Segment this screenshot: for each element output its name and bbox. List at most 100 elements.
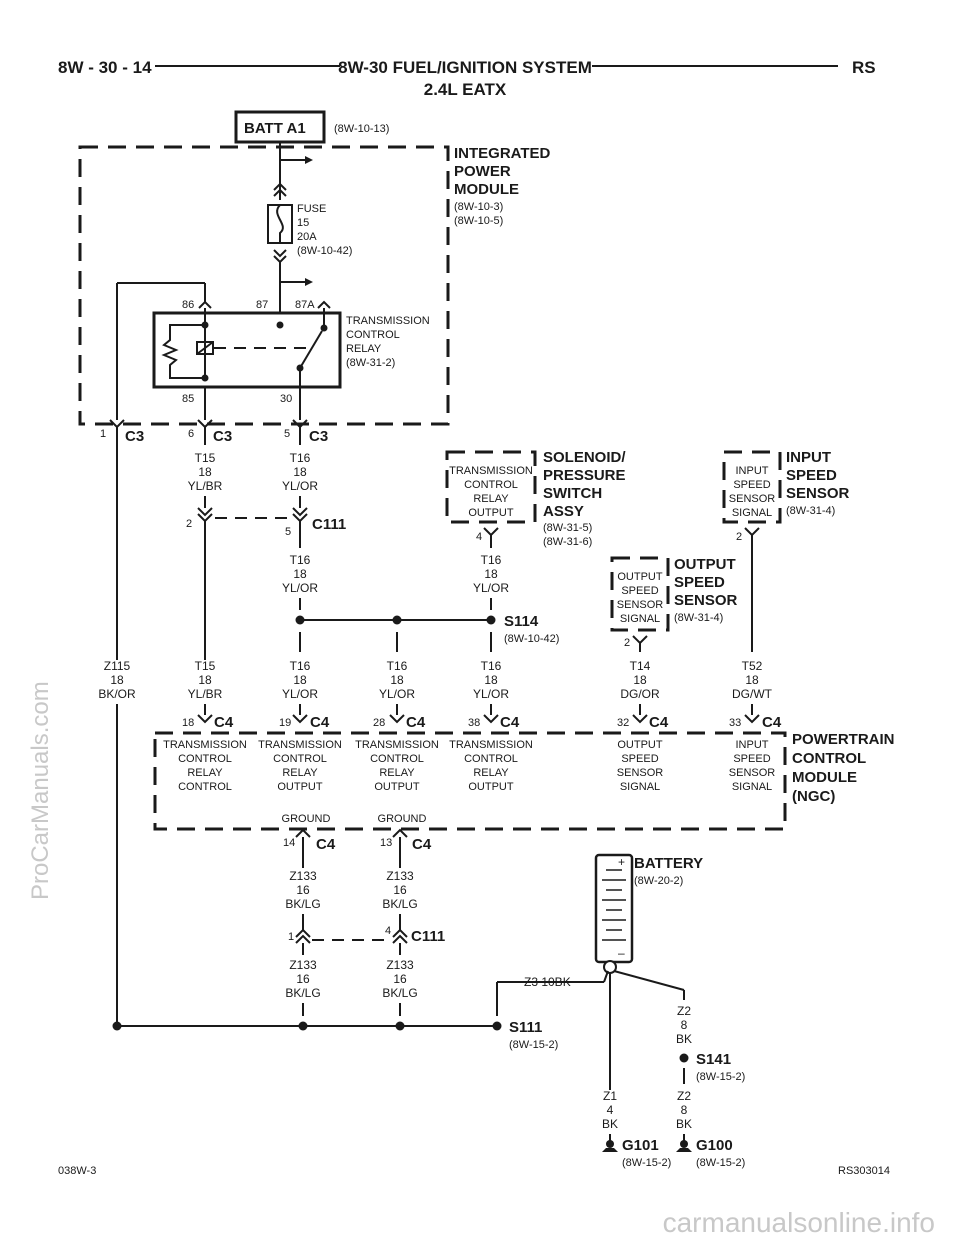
ground-symbol-icon [676, 1148, 692, 1152]
z2-color: BK [676, 1032, 692, 1046]
ipm-label-3: MODULE [454, 181, 519, 198]
wire-label-color: YL/BR [188, 687, 223, 701]
iss-ref: (8W-31-4) [786, 505, 835, 517]
c4-desc: INPUT [736, 739, 769, 751]
oss-name-1: OUTPUT [674, 556, 736, 573]
wire-label-code: T16 [387, 659, 408, 673]
z133-color: BK/LG [285, 897, 320, 911]
wire-label-gauge: 18 [633, 673, 647, 687]
fuse-label: FUSE [297, 203, 326, 215]
wire-label-color: YL/OR [473, 687, 509, 701]
z2-code-lower: Z2 [677, 1089, 691, 1103]
c4-desc: CONTROL [273, 753, 327, 765]
wire-t16c-gauge: 18 [484, 567, 498, 581]
c4-label: C4 [214, 714, 234, 731]
fuse-number: 15 [297, 217, 309, 229]
iss-pin: 2 [736, 531, 742, 543]
page-subtitle: 2.4L EATX [424, 80, 507, 99]
ground-c4: C4 [412, 836, 432, 853]
relay-label-2: CONTROL [346, 329, 400, 341]
wire-label-color: DG/WT [732, 687, 773, 701]
z1-color: BK [602, 1117, 618, 1131]
ground-pin: 13 [380, 837, 392, 849]
page-number: 8W - 30 - 14 [58, 58, 152, 77]
oss-box-4: SIGNAL [620, 613, 660, 625]
battery-plus: + [618, 855, 625, 869]
c111-pin-5: 5 [285, 526, 291, 538]
solenoid-name-4: ASSY [543, 503, 584, 520]
c4-desc: SENSOR [617, 767, 664, 779]
c111-pin-1: 1 [288, 931, 294, 943]
c4-desc: RELAY [379, 767, 415, 779]
z1-gauge: 4 [607, 1103, 614, 1117]
battery-label: BATTERY [634, 855, 703, 872]
z133-gauge: 16 [393, 972, 407, 986]
solenoid-box-3: RELAY [473, 493, 509, 505]
z133-code: Z133 [289, 958, 317, 972]
c3-pin-1: 1 [100, 428, 106, 440]
c4-label: C4 [649, 714, 669, 731]
page-title: 8W-30 FUEL/IGNITION SYSTEM [338, 58, 592, 77]
battery-icon [594, 853, 634, 964]
batt-a1-label: BATT A1 [244, 120, 306, 137]
solenoid-ref-1: (8W-31-5) [543, 522, 592, 534]
watermark-bottom: carmanualsonline.info [663, 1207, 935, 1238]
s111-label: S111 [509, 1019, 542, 1036]
wire-label-code: Z115 [104, 659, 131, 673]
solenoid-box-2: CONTROL [464, 479, 518, 491]
wire-t16b-color: YL/OR [282, 581, 318, 595]
c4-label: C4 [310, 714, 330, 731]
iss-name-3: SENSOR [786, 485, 850, 502]
c111-label-upper: C111 [312, 516, 346, 533]
c4-desc: RELAY [473, 767, 509, 779]
iss-outline [722, 450, 782, 524]
c4-desc: OUTPUT [617, 739, 663, 751]
solenoid-name-1: SOLENOID/ [543, 449, 626, 466]
iss-box-1: INPUT [736, 465, 769, 477]
c3-pin-5: 5 [284, 428, 290, 440]
watermark-side: ProCarManuals.com [27, 681, 54, 900]
c4-desc: SPEED [733, 753, 770, 765]
relay-pin-87a: 87A [295, 299, 315, 311]
iss-name-2: SPEED [786, 467, 837, 484]
c4-label: C4 [762, 714, 782, 731]
wire-label-code: T52 [742, 659, 763, 673]
s141-ref: (8W-15-2) [696, 1071, 745, 1083]
pcm-label-2: CONTROL [792, 750, 866, 767]
footer-right: RS303014 [838, 1165, 890, 1177]
pcm-label-4: (NGC) [792, 788, 835, 805]
z133-code: Z133 [289, 869, 317, 883]
solenoid-outline [445, 450, 537, 524]
c111-label-lower: C111 [411, 928, 445, 945]
wire-t16-color: YL/OR [282, 479, 318, 493]
z133-code: Z133 [386, 958, 414, 972]
oss-name-2: SPEED [674, 574, 725, 591]
c4-desc: OUTPUT [468, 781, 514, 793]
g100-ref: (8W-15-2) [696, 1157, 745, 1169]
oss-name-3: SENSOR [674, 592, 738, 609]
wire-label-gauge: 18 [484, 673, 498, 687]
battery-ref: (8W-20-2) [634, 875, 683, 887]
relay-ref: (8W-31-2) [346, 357, 395, 369]
z133-color: BK/LG [285, 986, 320, 1000]
relay-label-3: RELAY [346, 343, 382, 355]
wire-label-code: T16 [290, 659, 311, 673]
c4-desc: RELAY [187, 767, 223, 779]
oss-pin: 2 [624, 637, 630, 649]
battery-minus: – [618, 946, 625, 960]
z1-code: Z1 [603, 1089, 617, 1103]
s141-label: S141 [696, 1051, 731, 1068]
z133-gauge: 16 [393, 883, 407, 897]
c3-label-6: C3 [213, 428, 232, 445]
wire-t15-gauge: 18 [198, 465, 212, 479]
solenoid-name-3: SWITCH [543, 485, 602, 502]
s114-ref: (8W-10-42) [504, 633, 559, 645]
wire-t16b-gauge: 18 [293, 567, 307, 581]
oss-box-3: SENSOR [617, 599, 664, 611]
c4-desc: SENSOR [729, 767, 776, 779]
ipm-outline [78, 145, 450, 426]
z2-gauge: 8 [681, 1018, 688, 1032]
c4-pin: 18 [182, 717, 194, 729]
c4-desc: OUTPUT [277, 781, 323, 793]
ipm-label-1: INTEGRATED [454, 145, 551, 162]
